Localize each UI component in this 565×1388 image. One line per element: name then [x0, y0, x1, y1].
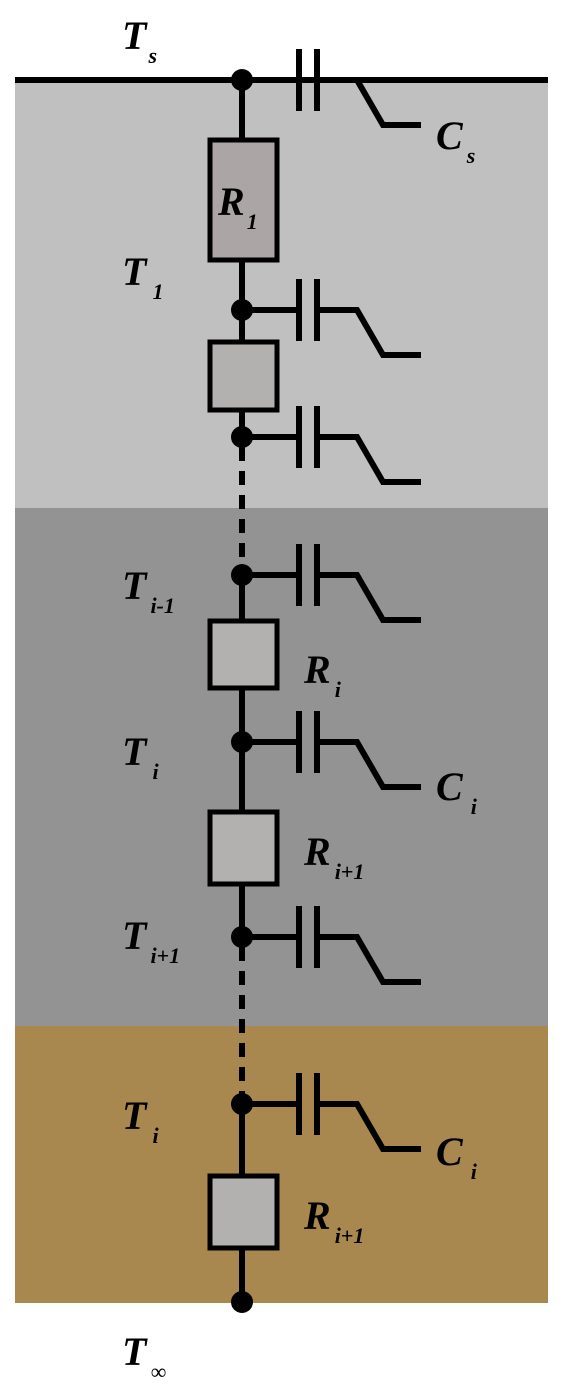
node-1 — [231, 69, 253, 91]
circuit-nodes — [231, 69, 253, 1313]
bottom-layer-band — [15, 1026, 548, 1303]
resistor-ri-plus-1-middle — [207, 809, 280, 887]
node-8 — [231, 1291, 253, 1313]
node-4 — [231, 564, 253, 586]
node-6 — [231, 926, 253, 948]
resistor-ri — [207, 618, 280, 691]
label-r1: R1 — [218, 179, 258, 234]
node-5 — [231, 731, 253, 753]
cap-cs — [296, 49, 421, 128]
node-3 — [231, 426, 253, 448]
resistor-2 — [207, 339, 280, 413]
cap-4 — [242, 544, 421, 623]
capacitor-branches — [242, 49, 421, 1152]
resistor-r1 — [207, 137, 280, 263]
label-ts: Ts — [122, 13, 157, 68]
node-7 — [231, 1093, 253, 1115]
resistor-ri-plus-1-bottom — [207, 1173, 280, 1251]
node-2 — [231, 299, 253, 321]
label-t-infinity: T∞ — [122, 1329, 167, 1384]
